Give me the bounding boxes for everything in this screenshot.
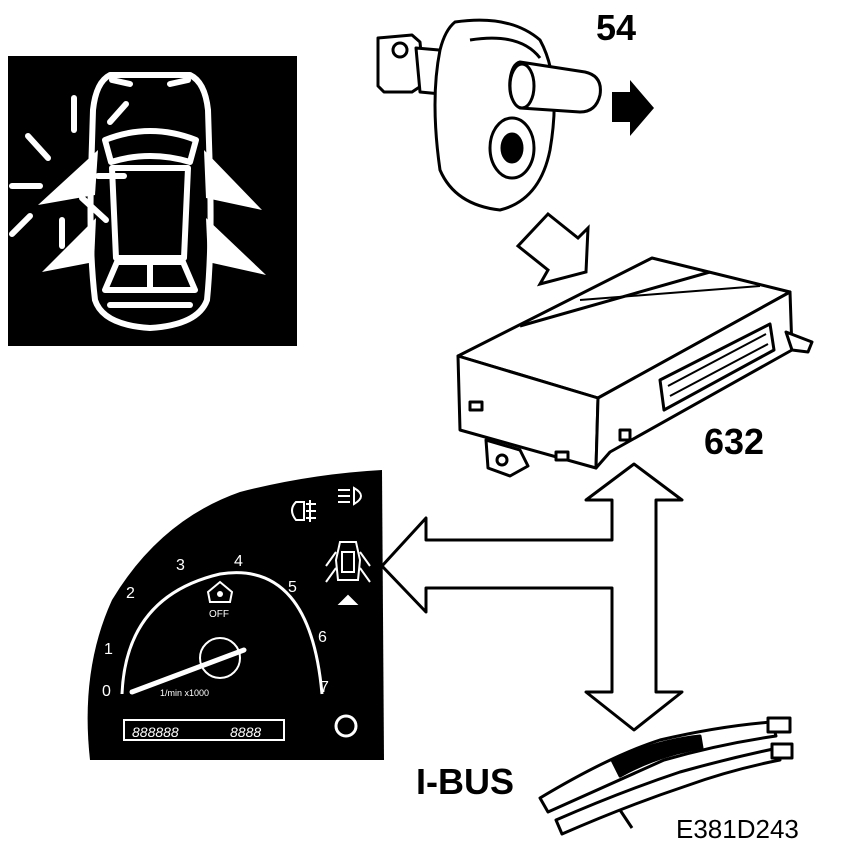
- label-control-module: 632: [704, 421, 764, 462]
- warning-flash-icon: [9, 95, 129, 249]
- door-open-warning-icon: [325, 541, 371, 605]
- tachometer-dial: [120, 571, 324, 695]
- high-beam-icon: [338, 486, 362, 506]
- figure-code: E381D243: [676, 814, 799, 844]
- tacho-number-1: 1: [104, 641, 113, 658]
- tacho-number-3: 3: [176, 557, 185, 574]
- control-module: [456, 256, 814, 478]
- traction-control-off-icon: [206, 580, 234, 603]
- tacho-number-6: 6: [318, 629, 327, 646]
- tacho-number-2: 2: [126, 585, 135, 602]
- fog-light-icon: [291, 500, 316, 522]
- bus-arrows: [380, 462, 684, 732]
- tacho-number-5: 5: [288, 579, 297, 596]
- traction-off-label: OFF: [209, 609, 229, 620]
- label-bus: I-BUS: [416, 761, 514, 802]
- instrument-cluster: 0 1 2 3 4 5 6 7 1/min x1000 OFF 888888 8…: [87, 470, 384, 760]
- label-door-switch: 54: [596, 7, 636, 48]
- tacho-number-0: 0: [102, 683, 111, 700]
- door-switch: [376, 18, 602, 212]
- open-doors-panel: [8, 56, 297, 346]
- odometer-display: [123, 719, 285, 741]
- i-bus-cable: [538, 716, 794, 836]
- movement-arrow-icon: [612, 80, 654, 136]
- signal-arrow-icon: [515, 211, 590, 287]
- odometer-digits: 888888: [132, 724, 179, 740]
- tacho-number-4: 4: [234, 553, 243, 570]
- tachometer-needle-icon: [129, 637, 247, 695]
- tacho-unit: 1/min x1000: [160, 688, 209, 698]
- tacho-number-7: 7: [320, 679, 329, 696]
- open-door-icon: [38, 150, 266, 275]
- trip-reset-button: [334, 714, 358, 738]
- trip-digits: 8888: [230, 724, 261, 740]
